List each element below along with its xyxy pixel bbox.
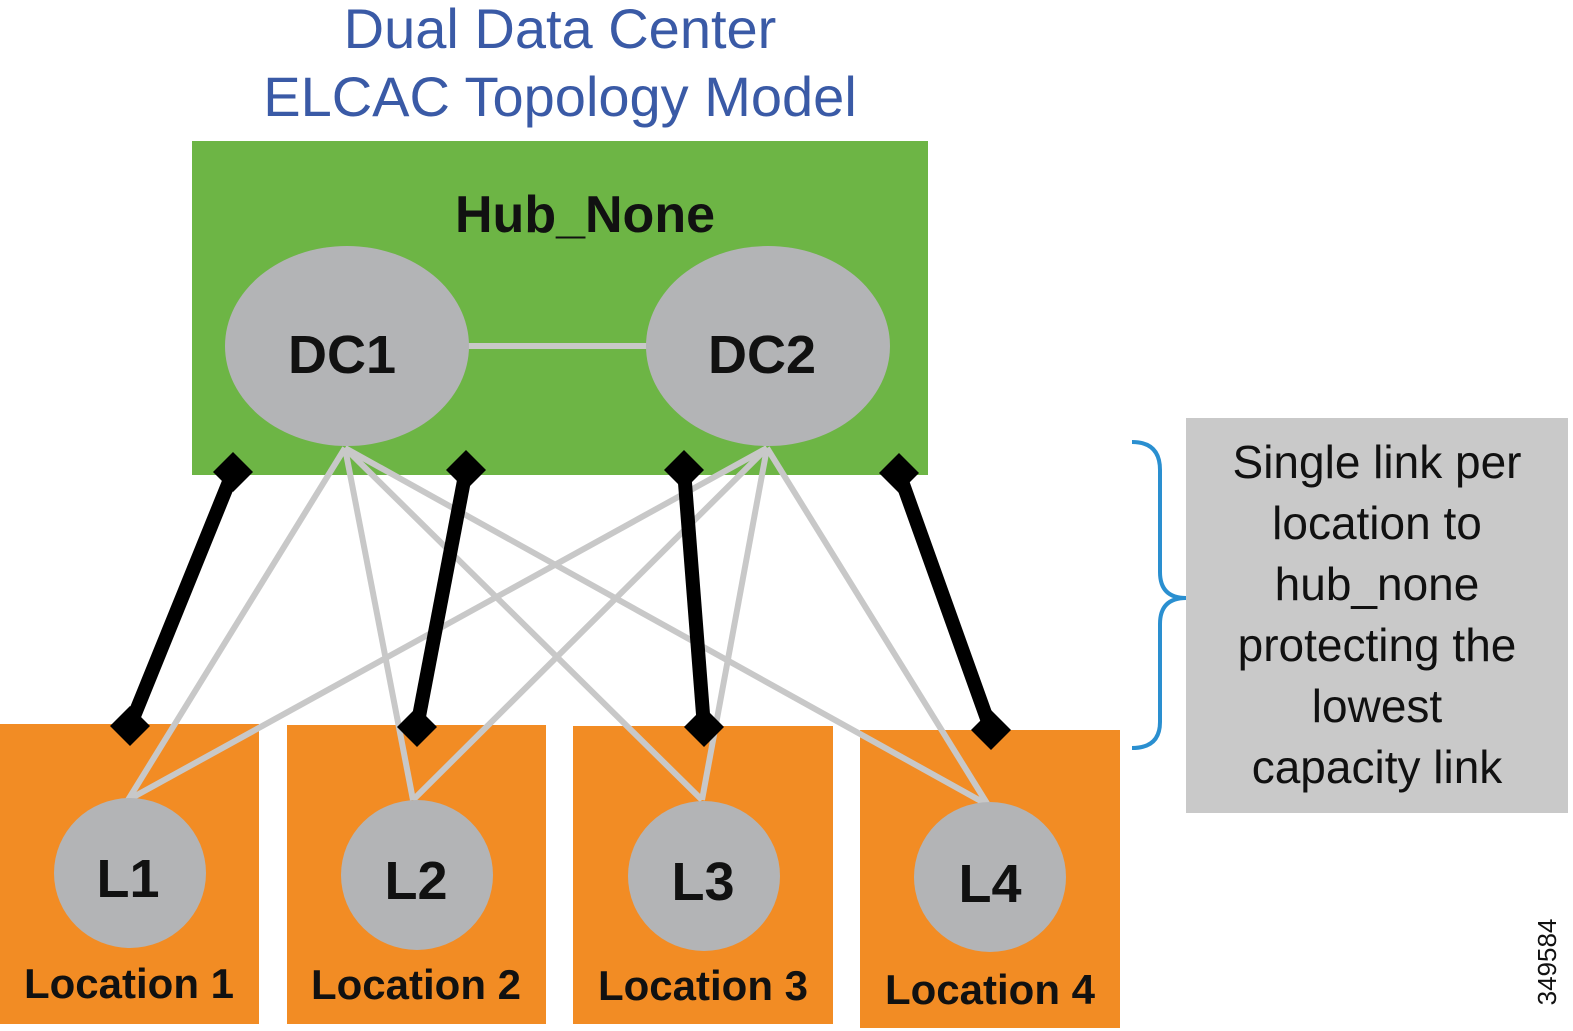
title-line-1: Dual Data Center [344, 0, 777, 60]
note-line-2: location to [1272, 497, 1482, 549]
location-1-label: Location 1 [24, 960, 234, 1007]
l4-label: L4 [958, 854, 1021, 914]
l3-label: L3 [671, 852, 734, 912]
logical-link-l4 [879, 453, 1011, 750]
hub-label: Hub_None [455, 186, 715, 244]
brace-bracket [1131, 440, 1187, 750]
note-line-1: Single link per [1233, 436, 1522, 488]
location-3-label: Location 3 [598, 962, 808, 1009]
l4-node [914, 802, 1066, 952]
diamond-end [664, 450, 704, 490]
link-dc2-l1 [126, 445, 769, 803]
location-2-label: Location 2 [311, 961, 521, 1008]
l2-label: L2 [384, 851, 447, 911]
note-box [1186, 418, 1568, 813]
link-dc2-l2 [410, 445, 770, 803]
logical-link-l2 [397, 450, 486, 747]
note-line-4: protecting the [1238, 619, 1517, 671]
link-dc2-l4 [764, 446, 991, 807]
diamond-end [397, 707, 437, 747]
location-4-label: Location 4 [885, 966, 1096, 1013]
mesh-links [125, 445, 991, 808]
diamond-end [684, 707, 724, 747]
note-line-6: capacity link [1252, 741, 1504, 793]
dc2-label: DC2 [708, 325, 816, 385]
link-dc2-l3 [699, 447, 770, 801]
note-line-5: lowest [1312, 680, 1443, 732]
l1-node [54, 798, 206, 948]
logical-link-l3 [664, 450, 724, 747]
diamond-end [213, 452, 253, 492]
dc2-node [646, 246, 890, 446]
link-dc1-l1 [125, 446, 348, 802]
logical-links [110, 450, 1011, 750]
figure-id: 349584 [1532, 919, 1562, 1006]
title-line-2: ELCAC Topology Model [263, 65, 857, 128]
note-line-3: hub_none [1275, 558, 1480, 610]
l1-label: L1 [96, 849, 159, 909]
l3-node [628, 801, 780, 951]
dc1-label: DC1 [288, 325, 396, 385]
diamond-end [110, 706, 150, 746]
logical-link-l1 [110, 452, 253, 746]
diamond-end [446, 450, 486, 490]
diamond-end [971, 710, 1011, 750]
link-dc1-l2 [342, 447, 416, 801]
l2-node [341, 800, 493, 950]
link-dc1-l3 [342, 445, 705, 803]
dc1-node [225, 246, 469, 446]
diamond-end [879, 453, 919, 493]
